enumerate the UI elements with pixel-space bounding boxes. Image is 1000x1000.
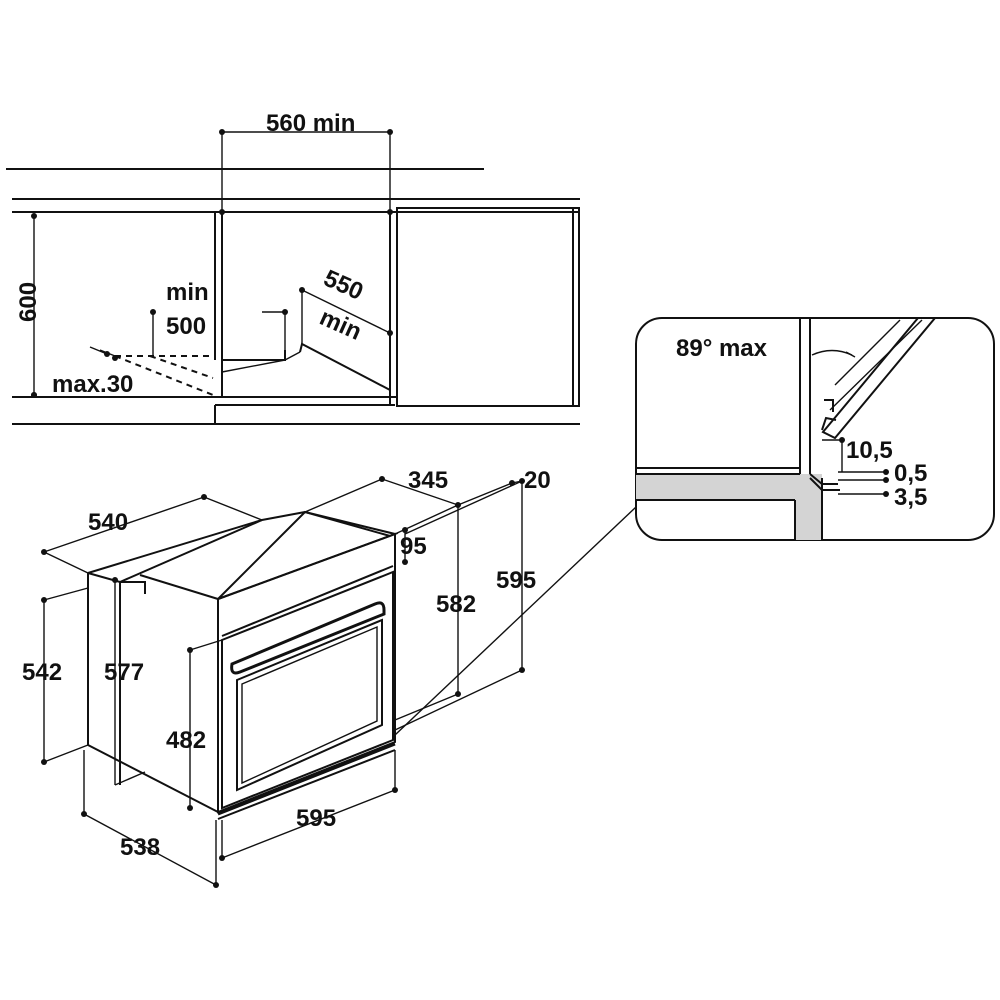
cabinet-niche [6, 129, 580, 425]
niche-width-label: 560 min [266, 110, 355, 137]
detail-gap-3-label: 3,5 [894, 484, 927, 511]
oven-body-depth-label: 538 [120, 834, 160, 861]
oven-labels: 540 345 20 95 582 595 542 577 482 595 53… [22, 467, 551, 861]
oven-height-582-label: 582 [436, 591, 476, 618]
oven-panel-label: 95 [400, 533, 427, 560]
detail-gap-2-label: 0,5 [894, 460, 927, 487]
oven-door-height-label: 482 [166, 727, 206, 754]
detail-gap-1-label: 10,5 [846, 437, 893, 464]
detail-angle-label: 89° max [676, 335, 768, 362]
oven-drawing [41, 476, 637, 888]
niche-depth-label-2: min [316, 304, 366, 346]
oven-depth-label: 540 [88, 509, 128, 536]
niche-vent-label-1: min [166, 279, 209, 306]
niche-height-label: 600 [15, 282, 42, 322]
oven-width-label: 595 [296, 805, 336, 832]
oven-top-depth-label: 345 [408, 467, 448, 494]
oven-top-offset-label: 20 [524, 467, 551, 494]
niche-vent-label-2: 500 [166, 313, 206, 340]
niche-labels: 560 min 600 min 500 max.30 550 min [15, 110, 367, 398]
detail-labels: 89° max 10,5 0,5 3,5 [676, 335, 927, 511]
oven-body-height-label: 542 [22, 659, 62, 686]
detail-shading [636, 474, 822, 540]
oven-inner-height-label: 577 [104, 659, 144, 686]
oven-height-595-label: 595 [496, 567, 536, 594]
door-hinge-detail [635, 317, 995, 541]
niche-vent-depth-label: max.30 [52, 371, 133, 398]
niche-depth-label-1: 550 [320, 265, 368, 306]
